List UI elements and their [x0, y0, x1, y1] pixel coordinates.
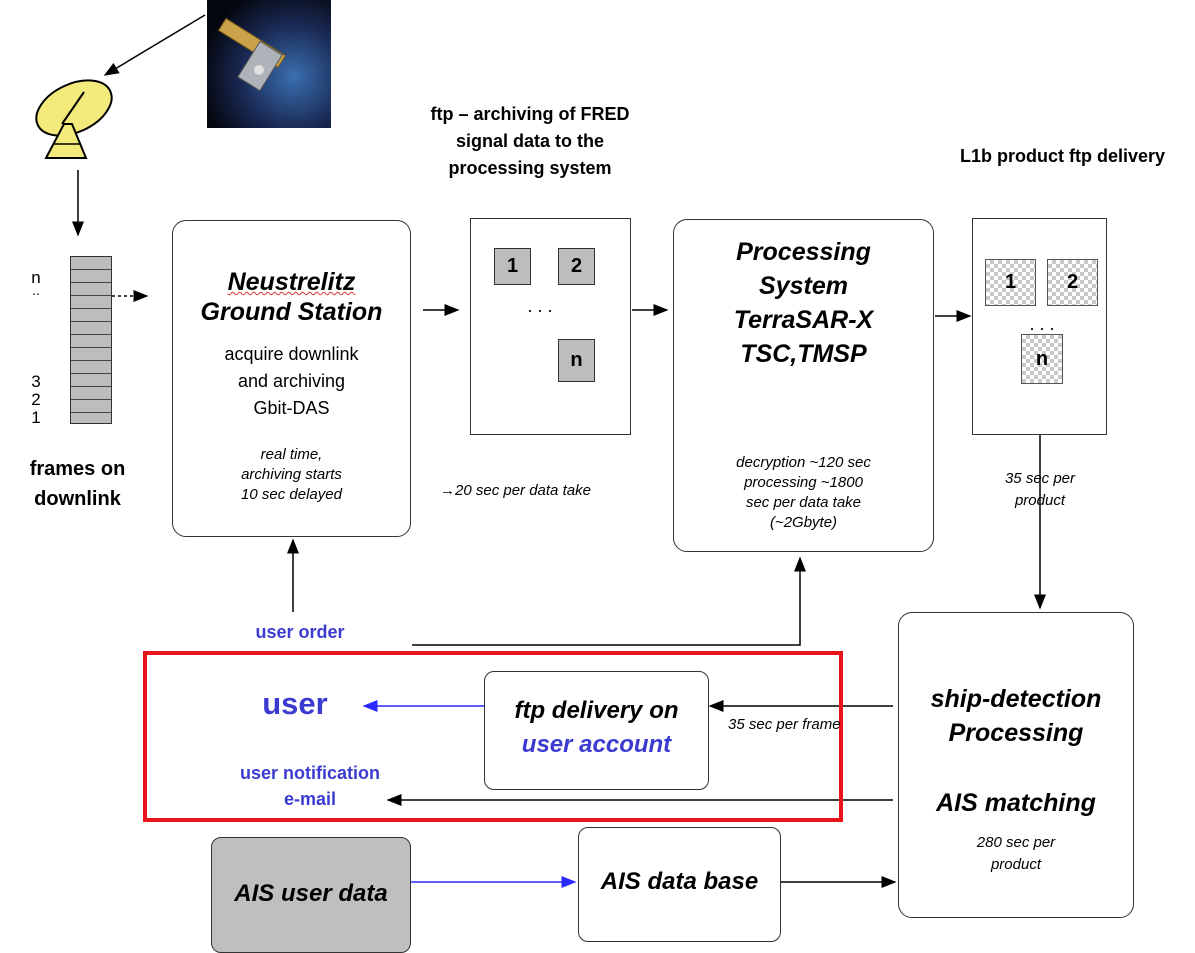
- l1b-title: L1b product ftp delivery: [959, 146, 1166, 166]
- ftp-item-1: 1: [494, 248, 531, 285]
- frame-label-dots: ..: [32, 282, 40, 298]
- ftp-archiving-title-line3: processing system: [448, 158, 612, 178]
- processing-system-box: [673, 219, 934, 552]
- arrow-userorder-to-processing: [412, 556, 806, 646]
- ground-station-title-line1: Neustrelitz: [227, 268, 356, 296]
- ship-detection-box: [898, 612, 1134, 918]
- frames-caption-line2: downlink: [34, 488, 121, 510]
- processing-title-line4: TSC,TMSP: [740, 340, 867, 368]
- processing-note-line2: processing ~1800: [744, 474, 863, 491]
- frame-label-n: n: [31, 268, 41, 287]
- ftp-item-dots: . . .: [527, 296, 553, 316]
- l1b-box: [972, 218, 1107, 435]
- ship-note-line1: 280 sec per: [976, 834, 1056, 851]
- ground-station-note-line1: real time,: [260, 446, 323, 463]
- notification-line2: e-mail: [283, 789, 337, 809]
- l1b-item-n: n: [1021, 334, 1063, 384]
- ftp-item-2: 2: [558, 248, 595, 285]
- frame-label-2: 2: [31, 390, 41, 409]
- ais-data-base-box: [578, 827, 781, 942]
- processing-note-line4: (~2Gbyte): [769, 514, 838, 531]
- l1b-item-1: 1: [985, 259, 1036, 306]
- ground-station-title-line2: Ground Station: [200, 298, 383, 326]
- frame-label-3: 3: [31, 372, 41, 391]
- ftp-delivery-line2: user account: [521, 731, 672, 758]
- processing-title-line1: Processing: [736, 238, 871, 266]
- processing-note-line1: decryption ~120 sec: [736, 454, 871, 471]
- ship-title-line2: Processing: [948, 719, 1084, 747]
- per-frame-note: 35 sec per frame: [728, 716, 841, 733]
- ground-station-note-line3: 10 sec delayed: [241, 486, 342, 503]
- highlight-frame: [143, 651, 843, 822]
- ground-station-note-line2: archiving starts: [241, 466, 342, 483]
- frame-stack: [70, 256, 112, 424]
- satellite-icon: [217, 17, 287, 92]
- ground-station-sub-line3: Gbit-DAS: [253, 398, 330, 418]
- frame-label-1: 1: [31, 408, 41, 427]
- ground-station-sub-line1: acquire downlink: [224, 344, 359, 364]
- notification-line1: user notification: [239, 763, 380, 783]
- arrow-satellite-to-dish: [103, 14, 206, 76]
- ais-user-data-label: AIS user data: [234, 880, 388, 907]
- ground-station-sub-line2: and archiving: [237, 371, 346, 391]
- user-order-label: user order: [255, 622, 345, 642]
- ground-station-box: [172, 220, 411, 537]
- l1b-note-line1: 35 sec per: [1004, 470, 1076, 487]
- ftp-archiving-title-line2: signal data to the: [455, 131, 605, 151]
- ship-title-line1: ship-detection: [930, 685, 1102, 713]
- satellite-image: [207, 0, 331, 128]
- l1b-note-line2: product: [1014, 492, 1066, 509]
- l1b-item-dots: . . .: [1029, 314, 1055, 334]
- processing-note-line3: sec per data take: [745, 494, 862, 511]
- ftp-delivery-line1: ftp delivery on: [514, 697, 679, 724]
- processing-title-line2: System: [759, 272, 848, 300]
- user-label: user: [262, 686, 328, 721]
- antenna-dish-icon: [24, 72, 124, 162]
- ftp-archiving-note: →20 sec per data take: [440, 482, 591, 499]
- l1b-item-2: 2: [1047, 259, 1098, 306]
- ftp-item-n: n: [558, 339, 595, 382]
- ship-note-line2: product: [990, 856, 1042, 873]
- processing-title-line3: TerraSAR-X: [733, 306, 874, 334]
- ftp-delivery-box: [484, 671, 709, 790]
- ship-title-line3: AIS matching: [936, 789, 1096, 817]
- ais-data-base-label: AIS data base: [600, 868, 759, 895]
- ftp-archiving-title-line1: ftp – archiving of FRED: [430, 104, 630, 124]
- frames-caption-line1: frames on: [29, 458, 126, 480]
